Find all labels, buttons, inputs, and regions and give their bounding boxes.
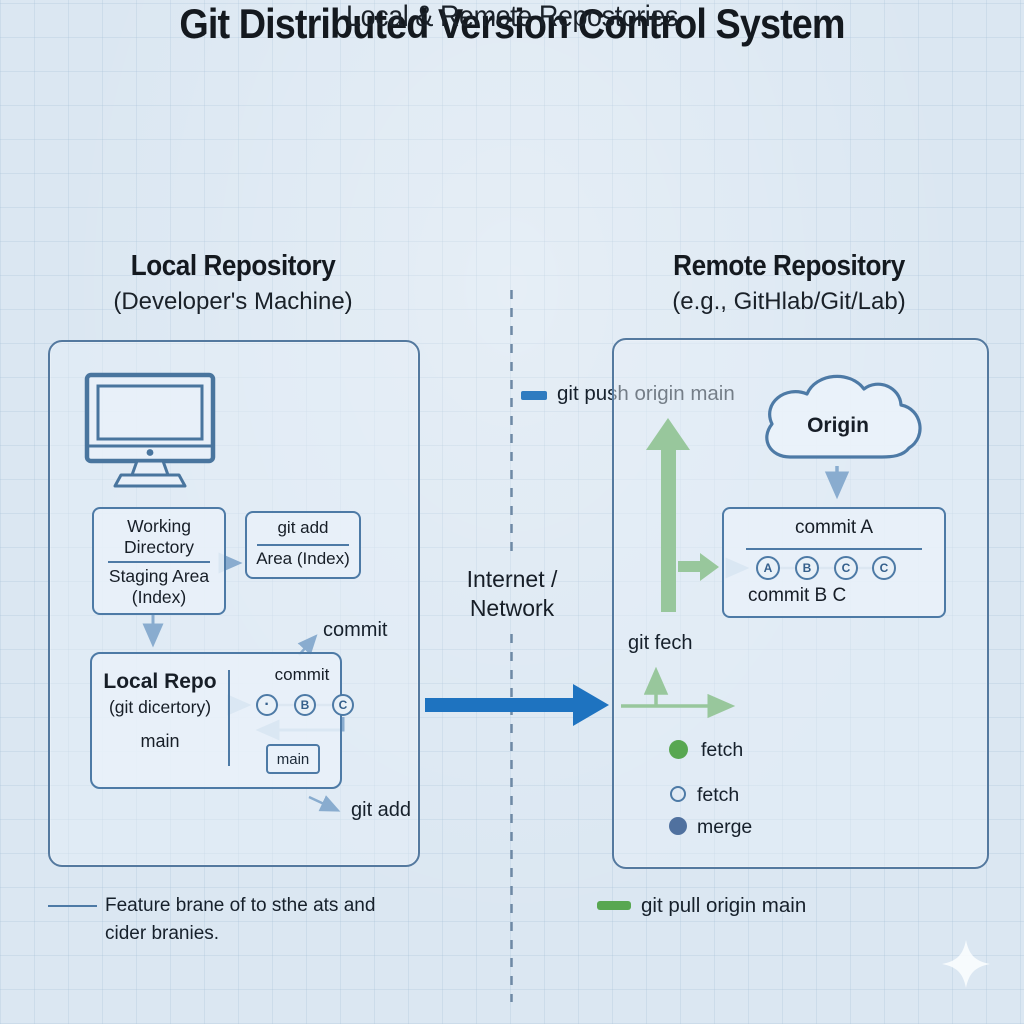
fetch-outline-legend-label: fetch (697, 784, 740, 806)
working-directory-label: Working Directory (123, 516, 194, 557)
working-directory-box: Working Directory Staging Area (Index) (92, 507, 226, 615)
merge-blue-dot (669, 817, 687, 835)
remote-commit-divider (746, 548, 922, 550)
remote-commit-top-label: commit A (794, 517, 874, 538)
fetch-legend-label: fetch (701, 739, 744, 761)
remote-heading: Remote Repository (673, 250, 905, 282)
merge-legend-label: merge (697, 816, 753, 838)
commit-node: C (834, 556, 858, 580)
push-network-arrow (425, 684, 609, 726)
local-repo-commit-label: commit (274, 665, 330, 684)
page-title: Git Distributed Version Control System (179, 0, 845, 47)
remote-commit-bottom-label: commit B C (748, 585, 847, 606)
gitadd-callout-arrow (308, 795, 341, 812)
git-add-box-divider (257, 544, 349, 546)
git-add-box-top: git add (277, 518, 329, 537)
pull-legend-dash (597, 901, 631, 910)
commit-node: B (294, 694, 316, 716)
main-branch-tag: main (266, 744, 320, 774)
commit-node: C (872, 556, 896, 580)
local-repo-subtitle: (git dicertory) (108, 697, 212, 717)
footnote-line1: Feature brane of to sthe ats and (105, 895, 376, 916)
cloud-origin-label: Origin (807, 414, 869, 437)
fetch-into-commits-arrow (678, 553, 719, 581)
git-fetch-label: git fech (628, 632, 693, 654)
fetch-outline-dot (670, 786, 686, 802)
commit-node: C (332, 694, 354, 716)
pull-label: git pull origin main (641, 894, 807, 917)
git-add-box-bottom: Area (Index) (256, 549, 350, 568)
footnote-line2: cider branies. (105, 922, 220, 944)
cloud-icon (765, 374, 922, 459)
commit-node: · (256, 694, 278, 716)
sparkle-icon (942, 940, 990, 988)
local-repo-branch-label: main (140, 731, 180, 751)
monitor-icon (84, 372, 216, 488)
working-directory-divider (108, 561, 210, 563)
network-label-line1: Internet / (466, 566, 558, 592)
remote-subheading: (e.g., GitHlab/Git/Lab) (672, 288, 906, 315)
push-legend-dash (521, 391, 547, 400)
commit-node: B (795, 556, 819, 580)
commit-node: A (756, 556, 780, 580)
push-up-arrow (646, 418, 690, 612)
local-heading: Local Repository (130, 250, 336, 282)
local-repo-title: Local Repo (103, 670, 217, 693)
push-label: git push origin main (557, 382, 735, 405)
local-repo-divider (228, 670, 230, 766)
fetch-green-dot (669, 740, 688, 759)
git-add-box: git add Area (Index) (245, 511, 361, 579)
staging-area-label: Staging Area (Index) (108, 566, 210, 607)
git-add-callout-label: git add (351, 799, 412, 821)
commit-callout-label: commit (323, 619, 388, 641)
page-subtitle: Local & Remote Repostories (346, 0, 678, 33)
local-subheading: (Developer's Machine) (113, 288, 353, 315)
network-label-line2: Network (469, 594, 555, 621)
